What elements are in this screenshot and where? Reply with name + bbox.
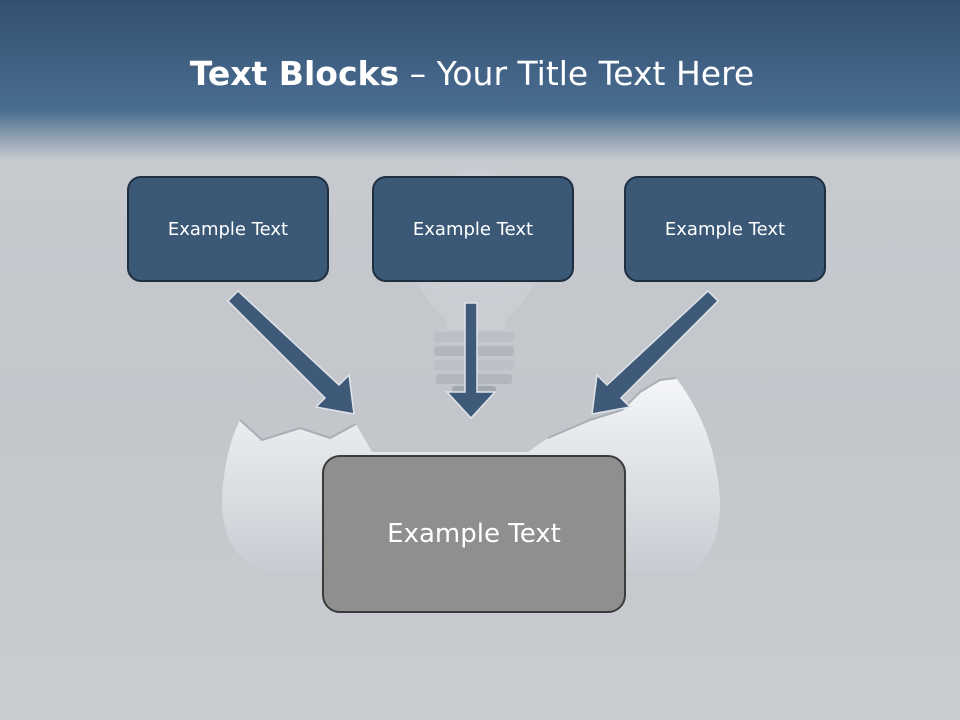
text-block-top-right[interactable]: Example Text bbox=[624, 176, 826, 282]
title-dash: – bbox=[399, 54, 437, 93]
slide-title: Text Blocks – Your Title Text Here bbox=[0, 54, 944, 93]
arrow-down-icon bbox=[445, 302, 497, 420]
text-block-top-center[interactable]: Example Text bbox=[372, 176, 574, 282]
text-block-top-left[interactable]: Example Text bbox=[127, 176, 329, 282]
arrow-down-left-icon bbox=[591, 289, 720, 415]
title-bold: Text Blocks bbox=[189, 54, 400, 93]
text-block-label: Example Text bbox=[664, 218, 786, 240]
text-block-label: Example Text bbox=[167, 218, 289, 240]
text-block-label: Example Text bbox=[387, 519, 561, 549]
text-block-label: Example Text bbox=[412, 218, 534, 240]
title-rest: Your Title Text Here bbox=[436, 54, 755, 93]
text-block-center[interactable]: Example Text bbox=[322, 455, 626, 613]
arrow-down-right-icon bbox=[226, 289, 355, 415]
